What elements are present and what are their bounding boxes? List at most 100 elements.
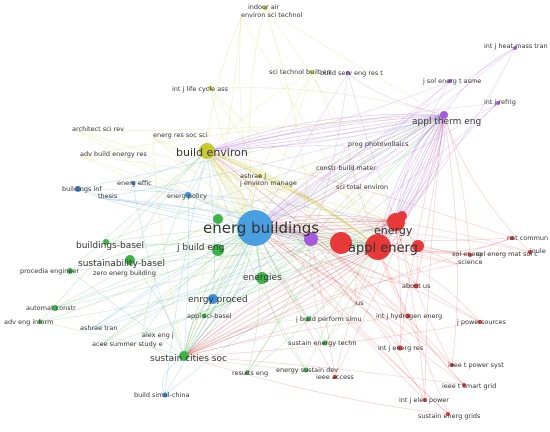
node-build-serv-eng-res-t[interactable]: [346, 71, 350, 75]
node-appl-sci-basel[interactable]: [201, 313, 207, 319]
citation-link: [164, 150, 208, 396]
node-energies[interactable]: [256, 272, 268, 284]
citation-link: [264, 7, 312, 240]
citation-link: [206, 150, 215, 300]
node-ieee-t-power-syst[interactable]: [450, 363, 454, 367]
node-sol-energ[interactable]: [468, 253, 472, 257]
citation-link: [310, 72, 349, 240]
node-sustain-energy-techn[interactable]: [322, 340, 328, 346]
citation-link: [254, 227, 417, 287]
node-enrgy-proced[interactable]: [208, 294, 218, 304]
node-appl-energ[interactable]: [365, 234, 391, 260]
node-ieee-t-smart-grid[interactable]: [462, 383, 466, 387]
label-energy-sustain-dev: energy sustain dev: [276, 366, 338, 374]
label-indoor-air: indoor air: [248, 3, 280, 11]
citation-link: [206, 150, 379, 248]
node-joule[interactable]: [528, 250, 532, 254]
citation-link: [254, 72, 349, 229]
node-ieee-access[interactable]: [333, 375, 337, 379]
citation-link: [183, 263, 459, 357]
node-procedia-engineer[interactable]: [67, 268, 73, 274]
citation-link: [39, 246, 379, 323]
citation-link: [105, 238, 312, 245]
node-j-build-perform-simu[interactable]: [305, 316, 311, 322]
node-int-j-elec-power[interactable]: [423, 398, 427, 402]
citation-link: [305, 246, 379, 371]
node-appl-energ-2[interactable]: [330, 232, 352, 254]
node-energy-2[interactable]: [412, 240, 424, 252]
citation-link: [79, 155, 256, 229]
node-j-powersources[interactable]: [478, 320, 482, 324]
node-purple-center[interactable]: [304, 232, 318, 246]
label-int-j-life-cycle-ass: int j life cycle ass: [172, 85, 229, 93]
label-energ-effic: energ effic: [117, 179, 152, 187]
citation-link: [254, 227, 449, 415]
node-int-j-hydrogen-energ[interactable]: [405, 313, 411, 319]
label-ieee-t-smart-grid: ieee t smart grid: [442, 382, 496, 390]
citation-link: [254, 227, 453, 366]
node-results-eng[interactable]: [245, 371, 249, 375]
node-int-j-refrig[interactable]: [496, 101, 500, 105]
node-j-build-eng[interactable]: [212, 244, 224, 256]
label-zero-energ-building: zero energ building: [93, 269, 156, 277]
node-adv-eng-inform[interactable]: [38, 320, 42, 324]
label-appl-therm-eng: appl therm eng: [412, 117, 481, 127]
node-sustainability-basel[interactable]: [125, 255, 135, 265]
label-buildings-inf: buildings inf: [62, 185, 102, 193]
node-energ-effic[interactable]: [131, 181, 135, 185]
citation-link: [310, 238, 401, 349]
label-j-powersources: j powersources: [456, 318, 507, 326]
node-build-simul-china[interactable]: [162, 392, 168, 398]
node-int-j-energ-res[interactable]: [397, 345, 403, 351]
node-automat-constr[interactable]: [52, 305, 58, 311]
node-sustain-cities-soc[interactable]: [179, 351, 189, 361]
node-green-a[interactable]: [213, 214, 223, 224]
citation-link: [424, 114, 445, 401]
citation-link: [347, 72, 397, 223]
citation-link: [324, 114, 445, 344]
node-energy-sustain-dev[interactable]: [303, 367, 309, 373]
node-ashrae-j[interactable]: [258, 174, 262, 178]
node-build-environ[interactable]: [199, 143, 215, 159]
citation-link: [334, 114, 445, 378]
node-sci-technol-built-en[interactable]: [310, 70, 314, 74]
node-indoor-air[interactable]: [263, 6, 267, 10]
citation-link: [209, 87, 397, 223]
citation-link: [310, 238, 417, 287]
node-energy-3[interactable]: [397, 211, 407, 221]
label-results-eng: results eng: [232, 369, 268, 377]
label-energ-res-soc-sci: energ res soc sci: [153, 131, 208, 139]
label-build-simul-china: build simul-china: [134, 391, 189, 399]
label-sol-energ-mat-sol-c: sol energ mat sol c: [476, 250, 538, 258]
citation-link: [183, 246, 379, 357]
node-energ-policy[interactable]: [185, 192, 191, 198]
node-sustain-energ-grids[interactable]: [446, 412, 450, 416]
citation-link: [377, 246, 465, 386]
node-int-j-life-cycle-ass[interactable]: [208, 86, 212, 90]
node-buildings-inf[interactable]: [75, 186, 81, 192]
citation-link: [377, 114, 445, 248]
node-about-us[interactable]: [413, 283, 419, 289]
citation-link: [347, 72, 445, 116]
citation-link: [254, 227, 426, 401]
node-buildings-basel[interactable]: [103, 239, 109, 245]
label-science: science: [458, 258, 482, 266]
citation-link: [335, 114, 445, 190]
node-energ-buildings[interactable]: [237, 210, 273, 246]
node-appl-therm-eng[interactable]: [440, 111, 448, 119]
node-j-sol-energ-t-asme[interactable]: [448, 79, 452, 83]
citation-link: [54, 238, 312, 309]
citation-link: [324, 221, 397, 344]
citation-link: [395, 114, 445, 223]
citation-link: [89, 227, 256, 331]
citation-link: [254, 47, 516, 229]
node-nat-commun[interactable]: [510, 236, 514, 240]
citation-link: [69, 270, 185, 357]
citation-link: [77, 130, 256, 229]
citation-link: [129, 259, 185, 357]
citation-link: [183, 237, 513, 357]
citation-link: [254, 227, 531, 253]
citation-link: [99, 238, 312, 347]
citation-link: [161, 355, 185, 396]
node-int-j-heat-mass-tran[interactable]: [513, 46, 517, 50]
